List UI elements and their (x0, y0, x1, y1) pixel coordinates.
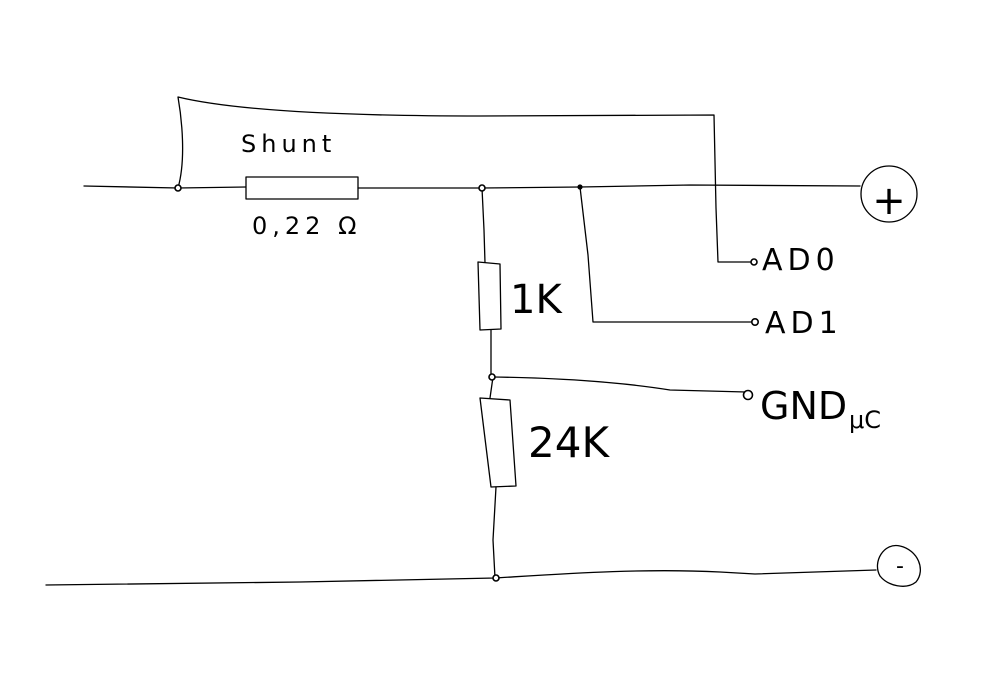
shunt-value-label: 0,22 Ω (252, 212, 361, 240)
pin-ad0-terminal (750, 258, 758, 266)
top-rail-wire (357, 184, 861, 189)
node-ad1-tap (577, 184, 583, 190)
resistor-24k (479, 397, 517, 488)
resistor-1k (477, 261, 502, 331)
pin-gnd-label: GND (760, 384, 847, 428)
bottom-rail-wire (45, 569, 877, 586)
resistor-24k-label: 24K (528, 418, 610, 467)
plus-terminal-label: + (872, 178, 906, 224)
shunt-resistor (245, 176, 359, 200)
minus-terminal-label: - (896, 554, 904, 579)
pin-ad1-terminal (750, 317, 759, 326)
pin-gnd-terminal (742, 389, 754, 401)
node-ground (492, 574, 500, 582)
wire-gnd-uc (492, 376, 747, 393)
node-middle (488, 373, 496, 381)
pin-ad1-label: AD1 (765, 306, 843, 341)
wire-to-1k (481, 187, 486, 264)
node-shunt-right (478, 184, 486, 192)
sense-wire-ad0 (177, 96, 753, 263)
pin-ad0-label: AD0 (762, 243, 840, 278)
wire-ad1 (579, 186, 753, 323)
pin-gnd-subscript: μC (849, 406, 881, 434)
resistor-1k-label: 1K (510, 277, 563, 323)
wire-24k-to-ground (492, 486, 497, 579)
node-shunt-left (174, 184, 182, 192)
input-wire (83, 185, 247, 189)
plus-terminal-icon (860, 165, 918, 223)
shunt-label: Shunt (241, 130, 336, 158)
minus-terminal-icon (876, 544, 921, 587)
